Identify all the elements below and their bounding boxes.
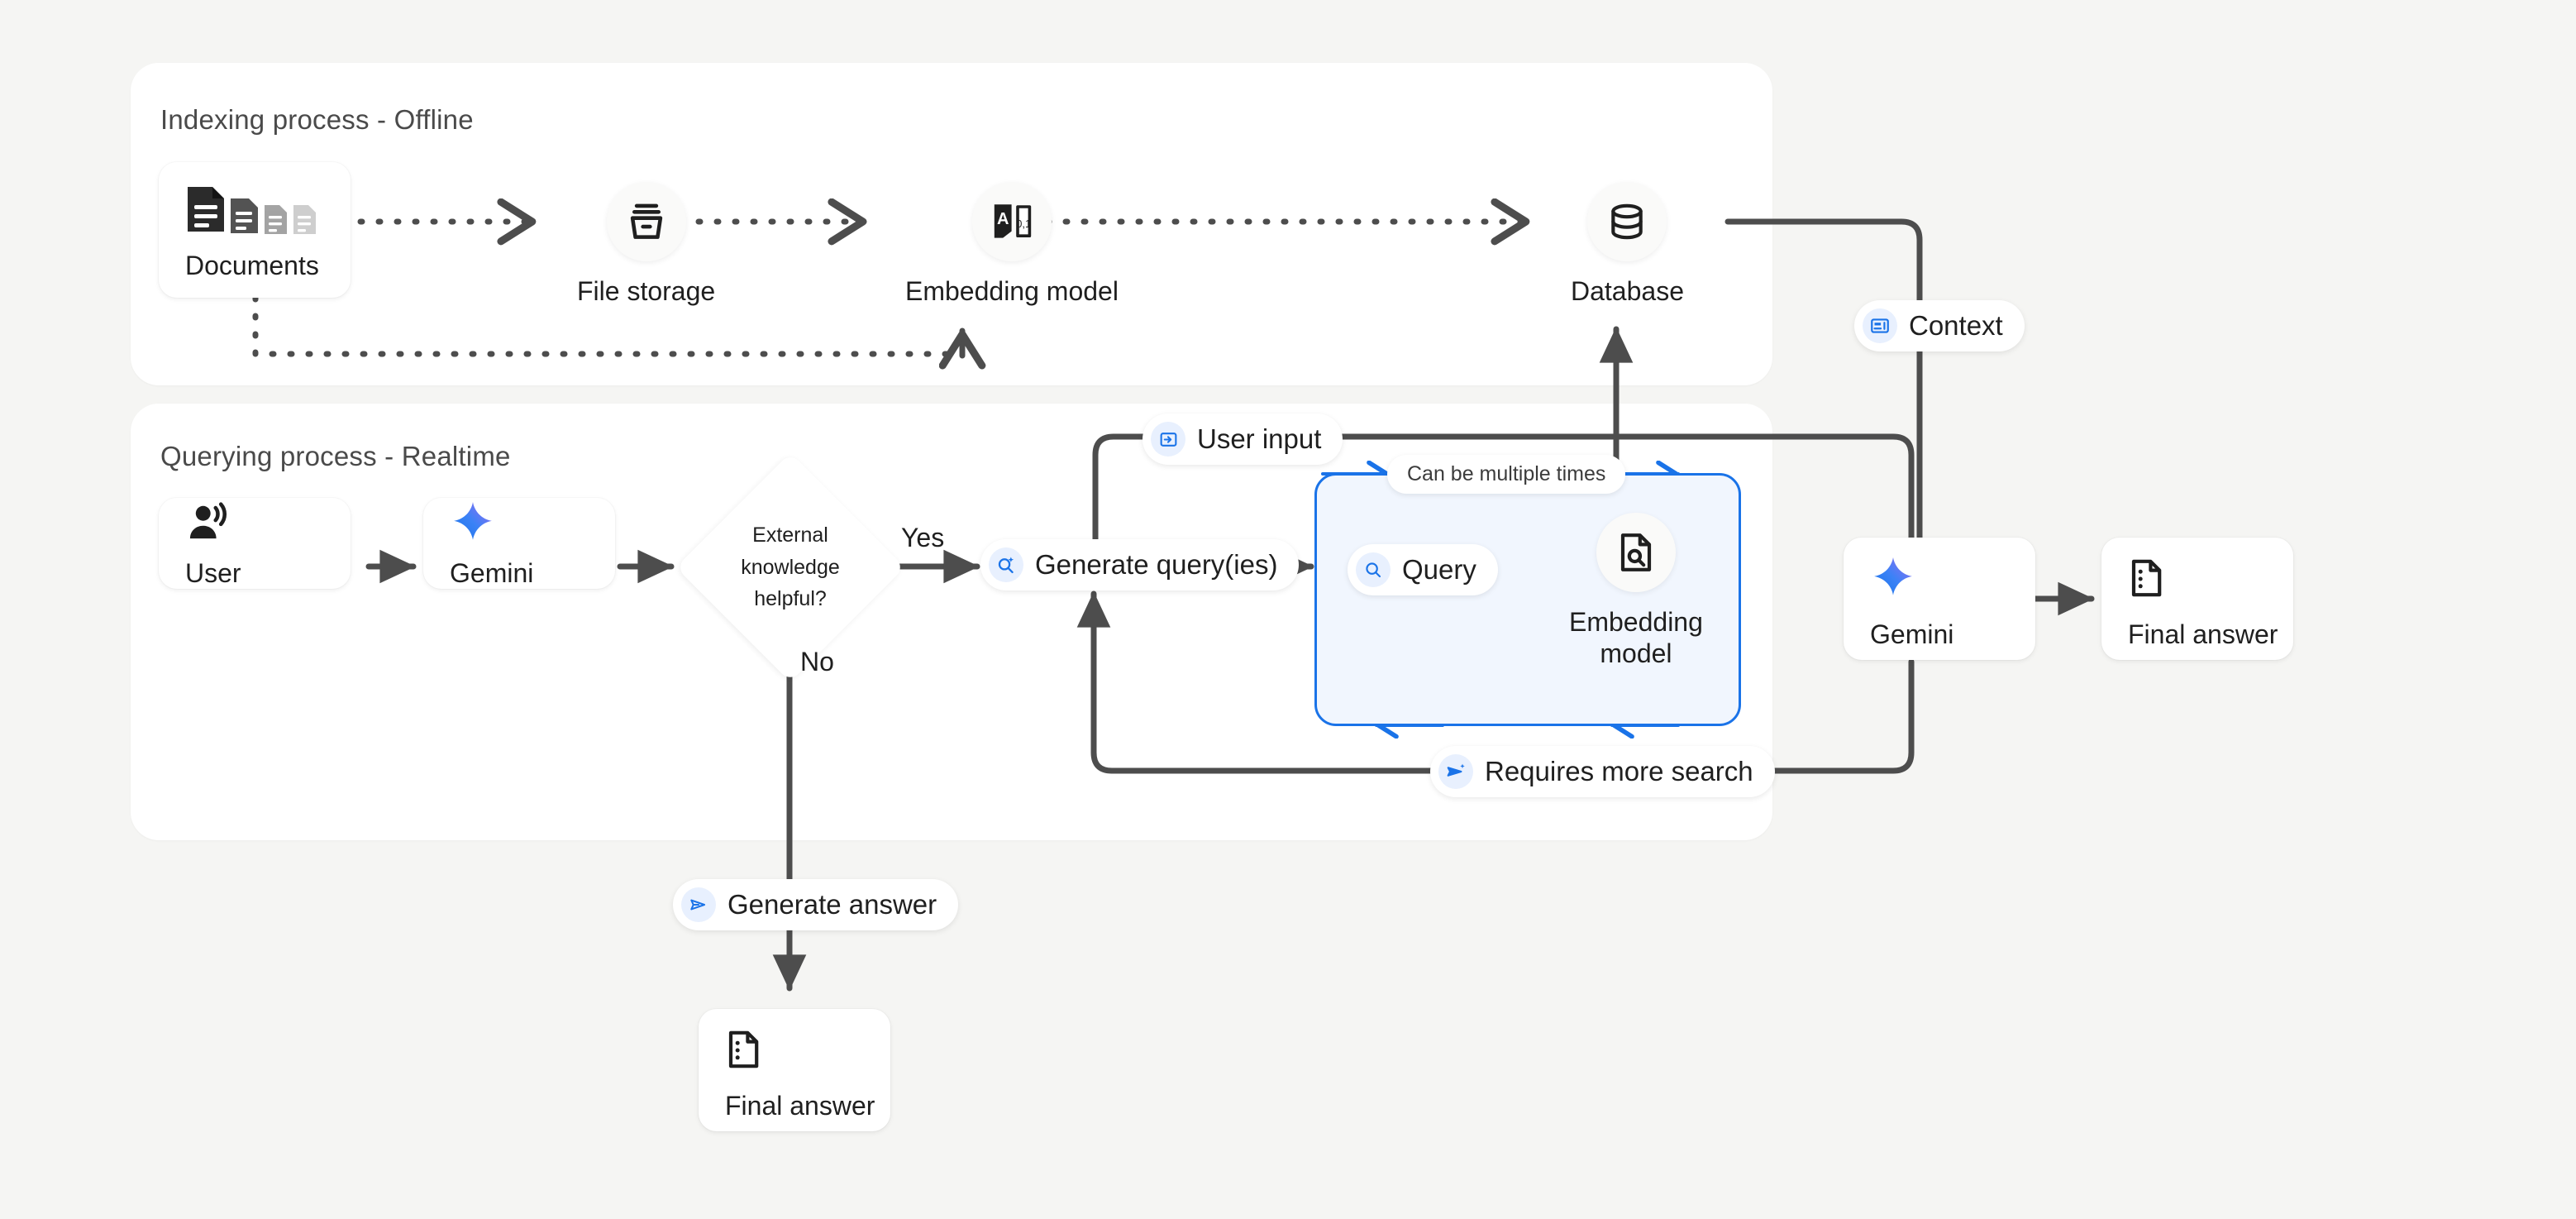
pill-requires-more-search[interactable]: Requires more search [1430,746,1775,797]
pill-user-input[interactable]: User input [1143,414,1343,465]
document-search-icon [1596,513,1676,592]
decision-text: External knowledge helpful? [709,486,871,648]
card-documents-label: Documents [185,250,319,280]
card-final-answer-right-label: Final answer [2128,619,2278,649]
node-loop-embedding-model-label: Embedding model [1569,607,1703,670]
pill-generate-queries[interactable]: Generate query(ies) [980,539,1300,590]
decision-external-knowledge[interactable]: External knowledge helpful? [675,452,905,682]
node-embedding-model[interactable]: 0,1 A Embedding model [905,182,1119,308]
card-user-label: User [185,558,241,588]
documents-icon [185,179,351,239]
panel-querying-title: Querying process - Realtime [160,441,511,471]
node-database-label: Database [1571,276,1684,306]
card-gemini-query-label: Gemini [450,558,534,588]
card-final-answer-right[interactable]: Final answer [2101,538,2293,660]
pill-generate-queries-label: Generate query(ies) [1035,549,1278,580]
pill-context[interactable]: Context [1854,300,2025,351]
send-sparkle-icon [1438,754,1473,789]
card-gemini-query[interactable]: Gemini [423,498,615,589]
card-documents[interactable]: Documents [159,162,351,298]
embedding-model-icon: 0,1 A [971,182,1052,261]
svg-text:0,1: 0,1 [1016,218,1031,230]
pill-generate-answer[interactable]: Generate answer [673,879,959,930]
send-outline-icon [681,887,716,922]
pill-can-be-multiple-times-label: Can be multiple times [1407,462,1606,485]
login-arrow-icon [1151,422,1185,457]
pill-context-label: Context [1909,310,2003,341]
pill-query[interactable]: Query [1348,544,1498,595]
decision-line-1: External [752,523,828,547]
node-file-storage[interactable]: File storage [577,182,715,308]
node-file-storage-label: File storage [577,276,716,306]
panel-indexing-title: Indexing process - Offline [160,104,474,135]
file-storage-icon [606,182,686,261]
search-icon [1356,552,1391,587]
edge-label-yes: Yes [901,523,945,552]
loop-embedding-line-2: model [1600,638,1672,668]
node-embedding-model-label: Embedding model [905,276,1119,306]
svg-text:A: A [997,210,1009,228]
context-card-icon [1863,308,1897,343]
node-database[interactable]: Database [1571,182,1684,308]
pill-user-input-label: User input [1197,423,1322,454]
answer-doc-icon [725,1020,890,1079]
decision-line-2: knowledge [741,555,840,579]
database-icon [1587,182,1667,261]
answer-doc-icon [2128,548,2293,608]
loop-embedding-line-1: Embedding [1569,607,1703,637]
search-sparkle-icon [989,547,1023,582]
card-user[interactable]: User [159,498,351,589]
gemini-sparkle-icon [1870,548,2035,608]
pill-can-be-multiple-times: Can be multiple times [1387,455,1626,494]
pill-requires-more-search-label: Requires more search [1485,756,1753,786]
card-final-answer-bottom[interactable]: Final answer [699,1009,890,1131]
pill-generate-answer-label: Generate answer [727,889,937,920]
card-gemini-answer[interactable]: Gemini [1844,538,2035,660]
node-loop-embedding-model[interactable]: Embedding model [1569,513,1703,670]
card-gemini-answer-label: Gemini [1870,619,1954,649]
edge-label-no: No [800,647,834,676]
pill-query-label: Query [1402,554,1476,585]
card-final-answer-bottom-label: Final answer [725,1090,875,1121]
gemini-sparkle-icon [450,498,615,547]
user-icon [185,498,351,547]
decision-line-3: helpful? [754,587,827,611]
